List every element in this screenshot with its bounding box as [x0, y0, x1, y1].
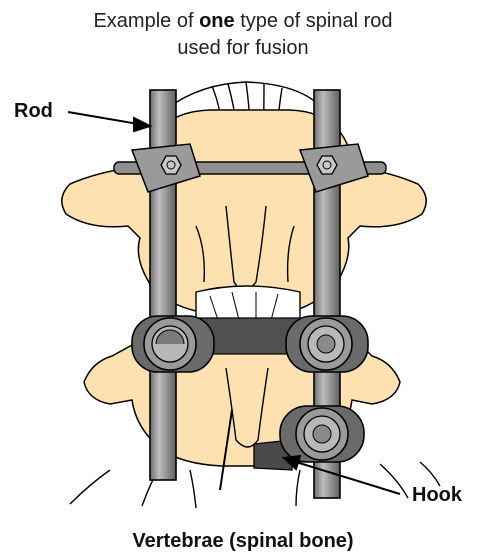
upper-vertebra	[62, 110, 426, 312]
hook-label: Hook	[412, 484, 462, 507]
left-middle-hook	[132, 316, 214, 372]
rod-label: Rod	[14, 100, 53, 123]
bottom-disc	[70, 462, 440, 508]
vertebrae-label: Vertebrae (spinal bone)	[0, 530, 486, 553]
right-middle-hook	[286, 316, 368, 372]
